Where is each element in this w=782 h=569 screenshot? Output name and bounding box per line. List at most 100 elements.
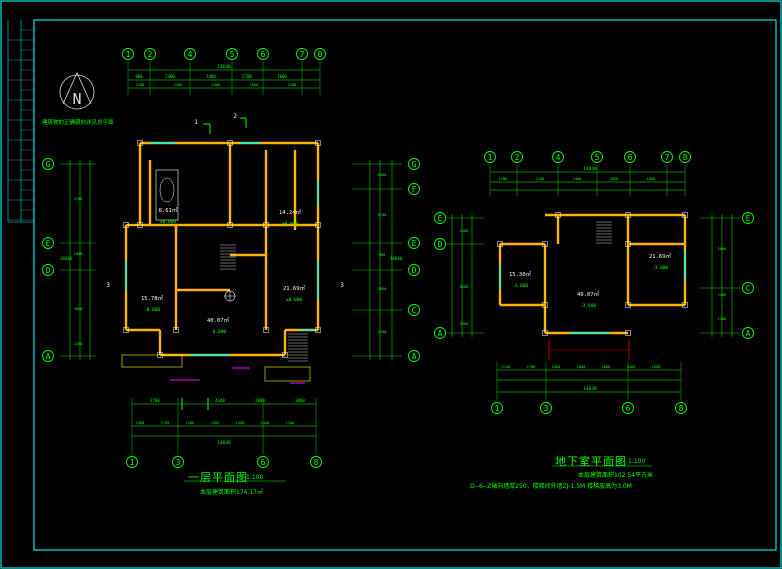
dim-text: 1600 [250, 83, 259, 87]
section-mark: 2 [233, 113, 237, 120]
column [625, 241, 631, 247]
axis-bubble [172, 456, 184, 468]
north-arrow-icon: N [59, 72, 95, 110]
dim-text: 3800 [295, 398, 305, 403]
dim-text: 1600 [277, 74, 287, 79]
room-area: 15.78㎡ [141, 294, 164, 302]
axis-bubble [42, 237, 54, 249]
axis-bubble [226, 48, 238, 60]
column [682, 212, 688, 218]
room-elevation: -0.600 [210, 329, 227, 335]
axis-label: E [438, 214, 443, 223]
dim-text: 1800 [378, 173, 387, 177]
dim-text: 1440 [261, 421, 270, 425]
room-area: 21.69㎡ [649, 252, 672, 260]
axis-label: 1 [130, 458, 135, 467]
room-elevation: ±0.000 [160, 219, 177, 225]
dim-text: 2700 [378, 213, 387, 217]
dim-text: 1750 [161, 421, 170, 425]
room-elevation: ±0.000 [282, 221, 299, 227]
column [555, 212, 561, 218]
dim-text: 2400 [165, 74, 175, 79]
axis-bubble [552, 151, 564, 163]
axis-label: 8 [679, 404, 684, 413]
dim-text: 800 [135, 74, 143, 79]
room-area: 14.24㎡ [279, 208, 302, 216]
car-roof [159, 177, 175, 203]
axis-bubble [742, 327, 754, 339]
dim-total: 14640 [217, 64, 231, 70]
ground-floor-title: 一层平面图 [188, 471, 248, 484]
room-area: 15.30㎡ [509, 270, 532, 278]
column [123, 327, 129, 333]
dim-text: 2700 [499, 177, 508, 181]
dim-text: 4800 [74, 307, 83, 311]
axis-bubble [491, 402, 503, 414]
north-circle [59, 74, 95, 110]
axis-bubble [408, 350, 420, 362]
axis-bubble [408, 158, 420, 170]
dim-text: 1200 [136, 83, 145, 87]
axis-label: A [438, 329, 443, 338]
dim-text: 14640 [60, 256, 73, 261]
axis-bubble [42, 158, 54, 170]
axis-label: 8 [683, 153, 688, 162]
axis-bubble [184, 48, 196, 60]
axis-label: 1 [126, 50, 131, 59]
axis-label: C [412, 306, 417, 315]
axis-bubble [408, 183, 420, 195]
north-arrow-shape [62, 72, 92, 105]
dim-text: 1800 [577, 365, 586, 369]
dim-text: 4340 [215, 398, 225, 403]
axis-label: 8 [318, 50, 323, 59]
axis-label: E [46, 239, 51, 248]
axis-bubble [511, 151, 523, 163]
dim-text: 1800 [552, 365, 561, 369]
dim-text: 2400 [460, 229, 469, 233]
axis-label: 1 [488, 153, 493, 162]
axis-bubble [408, 304, 420, 316]
axis-bubble [310, 456, 322, 468]
column [173, 327, 179, 333]
dim-text: 2900 [460, 322, 469, 326]
column [315, 327, 321, 333]
axis-bubble [42, 350, 54, 362]
axis-label: 6 [261, 50, 266, 59]
axis-label: A [746, 329, 751, 338]
section-mark: 1 [194, 119, 198, 126]
north-caption: 建筑物的正确朝向详见总平面 [42, 120, 114, 126]
entry-step [121, 354, 183, 368]
section-mark: 3 [340, 282, 344, 289]
axis-label: F [412, 185, 417, 194]
room-elevation: -3.000 [652, 265, 669, 271]
axis-label: 4 [188, 50, 193, 59]
column [227, 140, 233, 146]
dim-text: 2700 [527, 365, 536, 369]
entry-step [264, 366, 311, 382]
room-elevation: -0.600 [144, 307, 161, 313]
axis-bubble [314, 48, 326, 60]
dim-text: 14640 [390, 256, 403, 261]
basement-note: D--6--Z轴向墙厚250，楼梯间外墙ZJ-1.5M 楼梯层高为3.0M [470, 483, 632, 490]
axis-label: 2 [515, 153, 520, 162]
dim-total: 14640 [217, 440, 231, 446]
dim-text: 1800 [602, 365, 611, 369]
room-elevation: -3.600 [512, 283, 529, 289]
north-letter: N [72, 90, 81, 108]
dim-text: 900 [379, 253, 386, 257]
dim-text: 6600 [460, 285, 469, 289]
dim-text: 2400 [627, 365, 636, 369]
axis-label: D [46, 266, 51, 275]
axis-bubble [540, 402, 552, 414]
dim-total: 14640 [583, 386, 597, 392]
dim-text: 2700 [536, 177, 545, 181]
column [227, 222, 233, 228]
basement-title: 地下室平面图 [555, 455, 627, 468]
axis-bubble [661, 151, 673, 163]
axis-label: E [746, 214, 751, 223]
axis-label: D [412, 266, 417, 275]
